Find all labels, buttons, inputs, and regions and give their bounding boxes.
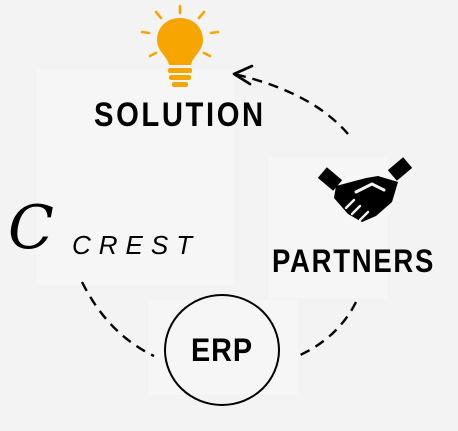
background-panel [36,70,234,285]
erp-label: ERP [191,331,253,368]
lightbulb-icon [140,4,220,87]
erp-node: ERP [164,294,280,406]
connector-crest-to-erp [80,281,155,358]
connector-partners-to-erp [297,301,358,358]
solution-label: SOLUTION [94,96,266,134]
crest-logo: C CREST [8,196,198,268]
partners-label: PARTNERS [272,243,436,279]
crest-label: CREST [72,230,201,260]
handshake-icon [317,157,413,222]
arrowhead-icon [232,64,254,86]
crest-monogram: C [8,193,54,263]
connector-partners-to-solution [233,72,349,135]
